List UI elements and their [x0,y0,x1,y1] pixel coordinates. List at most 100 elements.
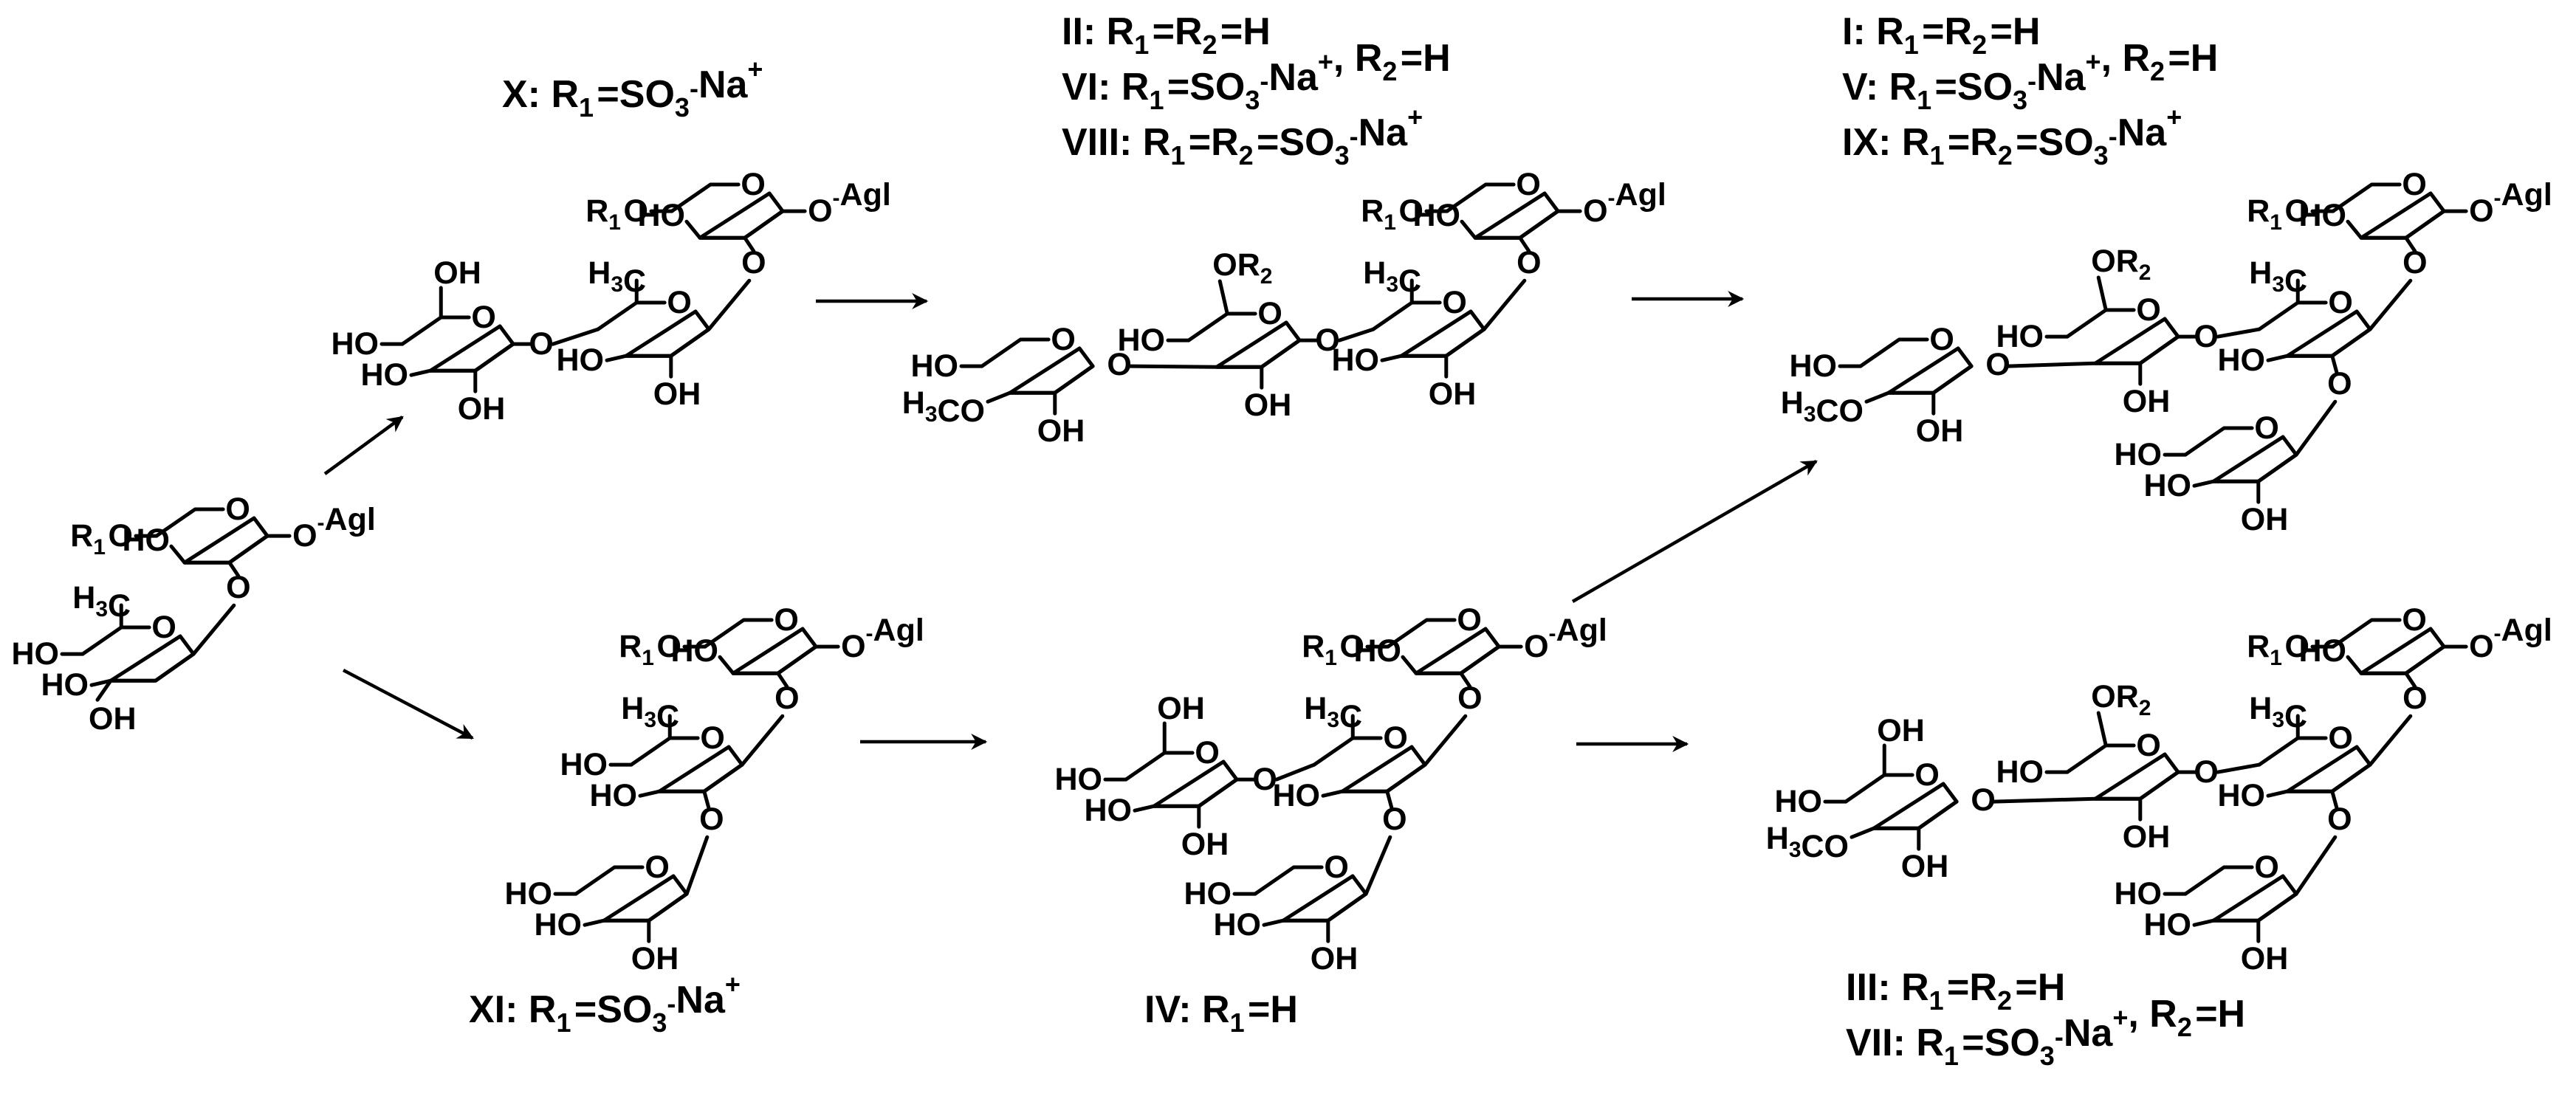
oh-label: OH [1157,691,1205,726]
oh-label: OH [1244,387,1292,423]
ring-oxygen: O [1442,285,1466,320]
oh-label: OH [1037,413,1085,449]
r1o-label: R1 O [2247,193,2309,235]
ho-label: HO [638,198,686,233]
ho-label: HO [2144,907,2192,943]
ring-oxygen: O [2328,720,2352,756]
r1o-label: R1 O [619,629,681,670]
glycosidic-oxygen: O [2402,245,2427,280]
glycosidic-oxygen: O [699,802,724,837]
ho-label: HO [2218,342,2266,378]
methoxy-label: H3CO [1781,385,1864,429]
ho-label: HO [2299,198,2347,233]
oh-label: OH [1311,941,1359,976]
ho-label: HO [2218,778,2266,813]
ho-label: HO [12,636,60,672]
ho-label: HO [560,747,608,782]
oh-label: OH [433,255,481,291]
glycosidic-oxygen: O [1517,245,1541,280]
or2-label: OR2 [2091,244,2154,285]
ring-oxygen: O [471,300,495,335]
ring-oxygen: O [1324,850,1348,885]
ho-label: HO [1055,762,1103,797]
glycosidic-oxygen: O [2194,754,2218,790]
caption-III: III: R1 =R2 =H [1846,966,2065,1016]
r1o-label: R1 O [70,518,133,559]
ring-oxygen: O [1257,296,1282,331]
ring-oxygen: O [645,850,669,885]
glycosidic-oxygen: O [1315,323,1339,358]
caption-XI: XI: R1 =SO3-Na+ [469,969,741,1038]
ho-label: HO [1118,323,1166,358]
ho-label: HO [535,907,583,943]
caption-layer: X: R1 =SO3-Na+II: R1 =R2 =HVI: R1 =SO3-N… [469,10,2245,1071]
glycosidic-oxygen: O [1382,802,1407,837]
glycosidic-oxygen: O [1252,762,1277,797]
ring-oxygen: O [151,610,176,645]
ho-label: HO [123,523,171,558]
ring-oxygen: O [2402,602,2426,638]
ho-label: HO [1214,907,1262,943]
ho-label: HO [557,342,605,378]
glycosidic-oxygen: O [226,570,250,605]
ho-label: HO [332,326,379,362]
ring-oxygen: O [2136,292,2160,328]
glycosidic-oxygen: O [1107,347,1131,382]
oh-label: OH [2123,384,2171,419]
ring-oxygen: O [2136,728,2160,763]
r1o-label: R1 O [1302,629,1364,670]
caption-IX: IX: R1 =R2 =SO3-Na+ [1842,102,2182,170]
glycosidic-oxygen: O [774,681,799,716]
methyl-label: H3C [588,255,646,299]
oh-label: OH [631,941,679,976]
r1o-label: R1 O [2247,629,2309,670]
or2-label: OR2 [1212,247,1275,289]
arrow-start-to-X [323,416,404,475]
ho-label: HO [2144,468,2192,503]
caption-IV: IV: R1 =H [1144,988,1298,1038]
caption-I: I: R1 =R2 =H [1842,10,2040,60]
ho-label: HO [911,348,959,384]
ring-oxygen: O [774,602,798,638]
ring-oxygen: O [1457,602,1481,638]
ring-oxygen: O [1051,322,1075,357]
ho-label: HO [2299,633,2347,669]
caption-VII: VII: R1 =SO3-Na+, R2 =H [1846,993,2245,1071]
ring-oxygen: O [2402,167,2426,202]
ho-label: HO [1775,784,1823,819]
caption-VIII: VIII: R1 =R2 =SO3-Na+ [1062,102,1423,170]
aglycone-label: O-Agl [808,177,891,229]
oh-label: OH [1877,713,1925,748]
glycosidic-oxygen: O [1971,782,1995,818]
ring-oxygen: O [700,720,724,756]
ring-oxygen: O [1516,167,1540,202]
ho-label: HO [590,778,638,813]
glycosidic-oxygen: O [529,326,553,362]
ho-label: HO [1790,348,1838,384]
oh-label: OH [2123,819,2171,855]
oh-label: OH [1181,827,1229,862]
caption-V: V: R1 =SO3-Na+, R2 =H [1842,37,2218,115]
ho-label: HO [2115,437,2163,472]
or2-label: OR2 [2091,679,2154,720]
oh-label: OH [2241,941,2289,976]
arrow-layer [323,291,1818,752]
oh-label: OH [2241,502,2289,537]
